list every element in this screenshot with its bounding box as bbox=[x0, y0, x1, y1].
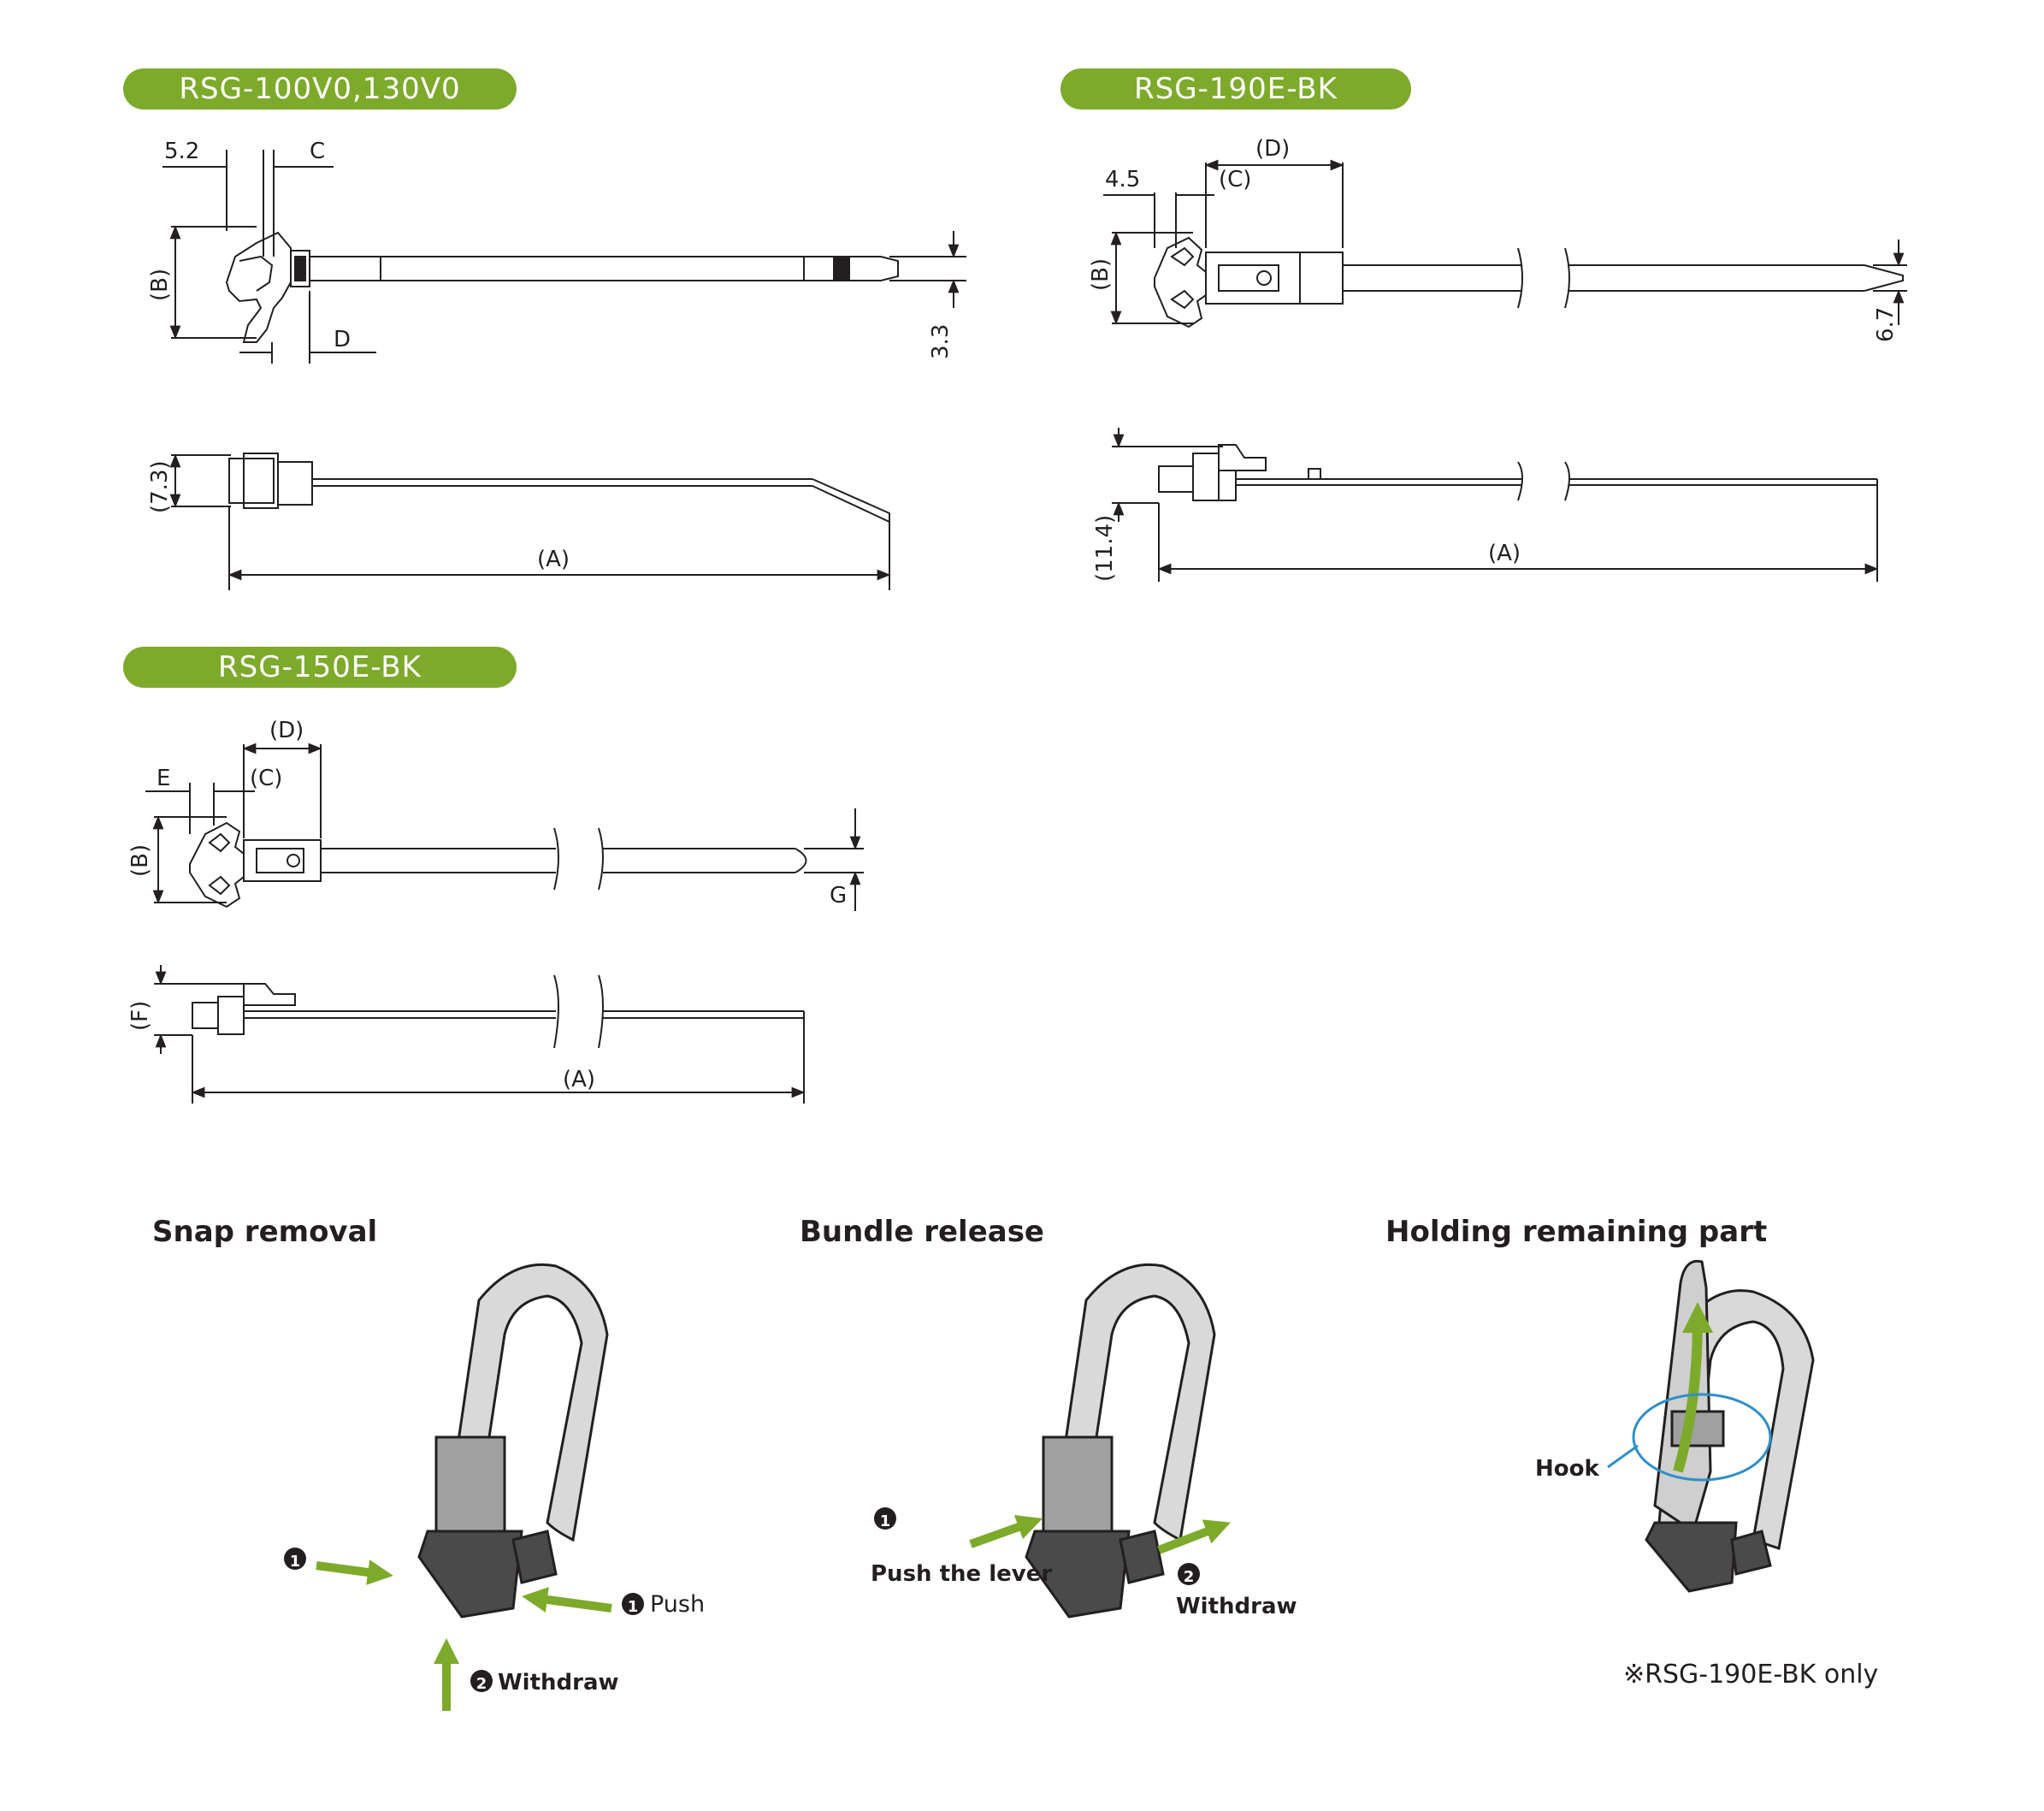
rsg190-side-view bbox=[1112, 428, 1879, 582]
snap-step-2-badge: 2 bbox=[476, 1675, 487, 1693]
rsg190-dim-4-5: 4.5 bbox=[1105, 167, 1140, 192]
rsg100-dim-3-3: 3.3 bbox=[928, 324, 954, 359]
rsg150-top-view bbox=[145, 743, 864, 911]
holding-remaining-illustration: Hook bbox=[1535, 1259, 1815, 1593]
rsg150-dim-c: (C) bbox=[250, 766, 282, 791]
bundle-step-2-badge: 2 bbox=[1184, 1568, 1195, 1586]
rsg100-side-view bbox=[169, 453, 891, 590]
rsg100-dim-c: C bbox=[310, 139, 325, 164]
rsg100-dim-5-2: 5.2 bbox=[164, 139, 199, 164]
snap-removal-title: Snap removal bbox=[152, 1215, 378, 1249]
rsg190-title-pill: RSG-190E-BK bbox=[1060, 68, 1411, 109]
snap-step-1-badge-push: 1 bbox=[628, 1598, 639, 1616]
bundle-release-illustration: 1 Push the lever 2 Withdraw bbox=[871, 1263, 1297, 1619]
rsg150-title-pill: RSG-150E-BK bbox=[123, 647, 517, 688]
bundle-release-title: Bundle release bbox=[800, 1215, 1044, 1249]
rsg190-dim-a: (A) bbox=[1488, 541, 1521, 566]
rsg150-dim-f: (F) bbox=[127, 1001, 153, 1031]
bundle-push-lever-label: Push the lever bbox=[871, 1561, 1052, 1587]
rsg190-dim-11-4: (11.4) bbox=[1092, 515, 1118, 582]
rsg190-top-view bbox=[1103, 159, 1907, 328]
snap-removal-illustration: 1 1 Push 2 Withdraw bbox=[284, 1263, 705, 1711]
rsg100-dim-7-3: (7.3) bbox=[147, 460, 173, 513]
rsg150-dim-d: (D) bbox=[269, 718, 304, 743]
snap-withdraw-label: Withdraw bbox=[498, 1670, 619, 1696]
rsg190-dim-c: (C) bbox=[1219, 167, 1251, 192]
rsg190-only-note: ※RSG-190E-BK only bbox=[1623, 1660, 1879, 1690]
rsg190-dim-b: (B) bbox=[1088, 258, 1114, 291]
rsg100-dim-d: D bbox=[334, 327, 351, 352]
snap-step-1-badge: 1 bbox=[290, 1553, 301, 1571]
rsg100-dim-b: (B) bbox=[147, 269, 173, 301]
rsg100-top-view bbox=[162, 150, 966, 364]
rsg150-dim-g: G bbox=[830, 883, 847, 908]
bundle-withdraw-label: Withdraw bbox=[1176, 1594, 1297, 1619]
holding-remaining-title: Holding remaining part bbox=[1385, 1215, 1768, 1249]
hook-label: Hook bbox=[1535, 1456, 1599, 1482]
rsg150-dim-e: E bbox=[157, 766, 170, 791]
rsg100-title-pill: RSG-100V0,130V0 bbox=[123, 68, 517, 109]
rsg100-dim-a: (A) bbox=[537, 547, 570, 572]
rsg150-dim-b: (B) bbox=[127, 844, 153, 877]
rsg150-side-view bbox=[154, 965, 806, 1104]
bundle-step-1-badge: 1 bbox=[880, 1512, 891, 1530]
rsg190-dim-6-7: 6.7 bbox=[1873, 307, 1899, 342]
rsg150-dim-a: (A) bbox=[563, 1067, 595, 1092]
snap-push-label: Push bbox=[650, 1591, 705, 1618]
rsg190-dim-d: (D) bbox=[1255, 136, 1290, 162]
